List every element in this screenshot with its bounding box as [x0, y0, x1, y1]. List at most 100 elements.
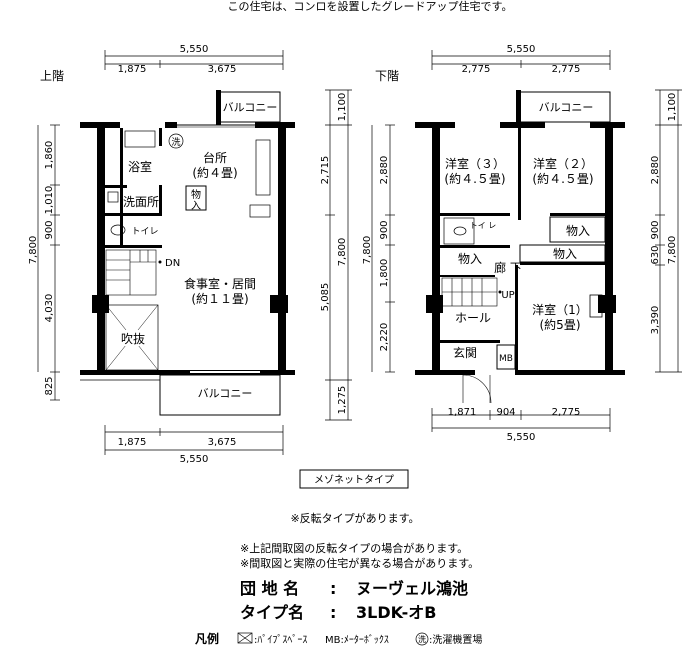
estate-name-value: ヌーヴェル鴻池: [356, 579, 468, 598]
upper-dim-left-1: 1,860: [44, 141, 55, 170]
lower-dim-left-2: 900: [379, 220, 390, 239]
upper-balcony-bottom-label: バルコニー: [198, 387, 253, 400]
lower-dim-right-total: 7,800: [667, 236, 678, 265]
lower-toilet-fixture-icon: [453, 226, 467, 236]
legend-wash-icon: [415, 632, 429, 646]
upper-living-label: 食事室・居間: [184, 276, 256, 291]
pipe-space-icon: [237, 632, 253, 644]
lower-closet-b: [519, 244, 606, 263]
upper-dn-label: DN: [165, 258, 180, 269]
lower-left-dimensions: [371, 124, 395, 373]
upper-dim-left-5: 825: [44, 376, 55, 395]
upper-dim-right-4: 1,275: [337, 386, 348, 415]
lower-dim-left-3: 1,800: [379, 259, 390, 288]
lower-corridor-label: 廊 下: [494, 260, 522, 275]
upper-dim-left-2: 1,010: [44, 186, 55, 215]
legend-pipe: :ﾊﾟｲﾌﾟｽﾍﾟｰｽ: [254, 634, 307, 646]
lower-dim-bottom-3: 2,775: [552, 407, 581, 418]
maisonette-label: メゾネットタイプ: [314, 474, 394, 486]
upper-dim-left-4: 4,030: [44, 294, 55, 323]
note-2: ※間取図と実際の住宅が異なる場合があります。: [240, 556, 479, 570]
upper-dim-top-left: 1,875: [118, 64, 147, 75]
upper-dim-right-3: 5,085: [320, 283, 331, 312]
lower-mb-label: MB: [499, 354, 513, 364]
lower-mb-box: [496, 344, 516, 370]
lower-top-dimensions: [431, 50, 611, 70]
upper-dim-bottom-left: 1,875: [118, 437, 147, 448]
lower-dim-left-total: 7,800: [362, 236, 373, 265]
lower-floor-plan: 下階 5,550 2,775 2,775 2,880 900 1,800 2,2…: [362, 44, 682, 443]
washing-machine-icon: [168, 133, 184, 149]
upper-washroom-label: 洗面所: [123, 195, 159, 209]
lower-up-label: UP: [501, 290, 514, 301]
legend-wash-icon-label: 洗: [418, 634, 426, 644]
lower-closet-a: [549, 216, 606, 243]
upper-kitchen-size: (約４畳): [192, 165, 237, 180]
type-name-value: 3LDK-オB: [356, 603, 436, 622]
upper-floor-plan: 上階 5,550 1,875 3,675 1,860 1,010 900 4,0…: [28, 44, 352, 465]
lower-dim-bottom-1: 1,871: [448, 407, 477, 418]
lower-dim-right-2: 2,880: [650, 156, 661, 185]
lower-dim-left-4: 2,220: [379, 323, 390, 352]
lower-western3-size: (約４.５畳): [444, 171, 505, 186]
upper-walls: [80, 122, 295, 375]
upper-void-label: 吹抜: [121, 332, 145, 346]
type-name-label: タイプ名: [240, 603, 304, 622]
lower-dim-top-right: 2,775: [552, 64, 581, 75]
upper-toilet-label: トイレ: [131, 227, 158, 237]
upper-left-dimensions: [37, 124, 60, 401]
estate-colon: :: [330, 579, 336, 598]
upper-right-dimensions: [325, 89, 352, 421]
lower-bottom-dimensions: [431, 408, 611, 432]
lower-dim-top-left: 2,775: [462, 64, 491, 75]
upper-void-area: [105, 304, 159, 371]
upper-dim-top-right: 3,675: [208, 64, 237, 75]
upper-dim-right-1: 1,100: [337, 93, 348, 122]
lower-western2-label: 洋室（２）: [533, 156, 593, 171]
lower-right-dimensions: [655, 89, 682, 373]
upper-balcony-top-label: バルコニー: [223, 101, 278, 114]
upper-storage-label: 物: [191, 188, 201, 201]
upper-bottom-dimensions: [104, 425, 284, 455]
maisonette-tag: [299, 469, 409, 489]
upper-title: 上階: [40, 68, 64, 83]
legend-wash: :洗濯機置場: [429, 633, 482, 646]
upper-dim-right-total: 7,800: [337, 238, 348, 267]
lower-entrance-label: 玄関: [453, 345, 477, 360]
upper-kitchen-label: 台所: [203, 150, 227, 165]
upper-storage-box: [185, 185, 207, 211]
lower-hall-label: ホール: [455, 311, 491, 325]
lower-title: 下階: [375, 68, 399, 83]
legend-title: 凡例: [195, 631, 219, 646]
header-note: この住宅は、コンロを設置したグレードアップ住宅です。: [228, 0, 513, 13]
lower-stairs: [441, 277, 498, 307]
toilet-fixture-icon: [110, 224, 126, 236]
kitchen-counter: [255, 139, 271, 196]
estate-name-label: 団 地 名: [240, 579, 299, 598]
upper-wash-icon-label: 洗: [171, 136, 180, 148]
lower-closet-a-label: 物入: [566, 224, 590, 238]
upper-dim-bottom-total: 5,550: [180, 454, 209, 465]
note-1: ※上記間取図の反転タイプの場合があります。: [240, 541, 468, 555]
lower-western1-size: (約5畳): [540, 317, 581, 332]
lower-toilet-label: トイ レ: [470, 221, 497, 230]
upper-dim-right-2: 2,715: [320, 156, 331, 185]
lower-closet-c-label: 物入: [458, 252, 482, 266]
lower-dim-right-3: 900: [650, 220, 661, 239]
upper-stairs: [105, 249, 157, 296]
type-colon: :: [330, 603, 336, 622]
lower-dim-right-4: 630: [650, 245, 661, 264]
lower-walls: [415, 122, 625, 375]
legend-mb: MB:ﾒｰﾀｰﾎﾞｯｸｽ: [325, 634, 389, 646]
lower-dim-right-5: 3,390: [650, 306, 661, 335]
lower-balcony-label: バルコニー: [539, 101, 594, 114]
lower-dim-top-total: 5,550: [507, 44, 536, 55]
lower-dim-left-1: 2,880: [379, 156, 390, 185]
upper-top-dimensions: [104, 50, 284, 70]
upper-living-size: (約１１畳): [191, 291, 248, 306]
reverse-note: ※反転タイプがあります。: [290, 511, 419, 525]
lower-western1-label: 洋室（1）: [532, 302, 588, 317]
upper-dim-left-3: 900: [44, 220, 55, 239]
upper-dim-bottom-right: 3,675: [208, 437, 237, 448]
